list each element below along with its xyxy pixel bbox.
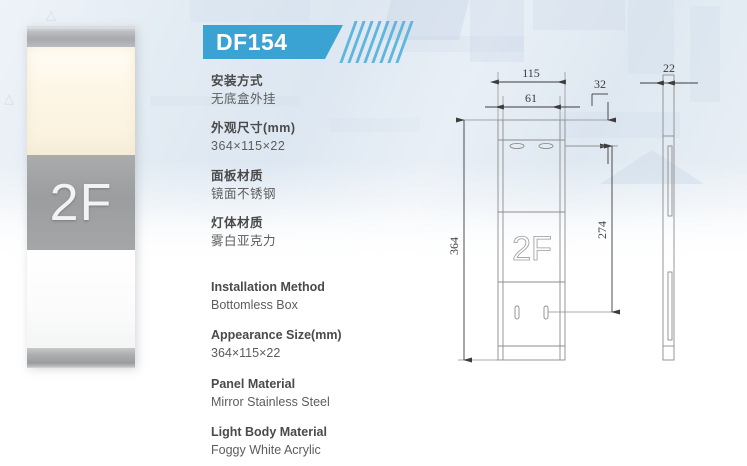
background-shape bbox=[533, 0, 625, 30]
spec-item-installation-cn: 安装方式 无底盒外挂 bbox=[211, 72, 401, 108]
spec-item-body-en: Light Body Material Foggy White Acrylic bbox=[211, 423, 431, 459]
background-triangle bbox=[600, 150, 704, 184]
spec-item-panel-cn: 面板材质 镜面不锈钢 bbox=[211, 167, 401, 203]
spec-value: 364×115×22 bbox=[211, 139, 286, 154]
product-base-cap bbox=[27, 348, 135, 368]
spec-label: 安装方式 bbox=[211, 74, 264, 88]
background-shape bbox=[470, 0, 524, 62]
dimension-depth: 22 bbox=[663, 61, 675, 75]
watermark-triangle-icon: △ bbox=[46, 7, 56, 22]
spec-item-body-cn: 灯体材质 雾白亚克力 bbox=[211, 214, 401, 250]
spec-label: Panel Material bbox=[211, 376, 296, 391]
specs-english: Installation Method Bottomless Box Appea… bbox=[211, 278, 431, 466]
dimension-width-total: 115 bbox=[522, 66, 540, 80]
specs-chinese: 安装方式 无底盒外挂 外观尺寸(mm) 364×115×22 面板材质 镜面不锈… bbox=[211, 72, 401, 250]
spec-value: Bottomless Box bbox=[211, 298, 298, 313]
dimension-offset-top: 32 bbox=[594, 77, 606, 91]
spec-item-panel-en: Panel Material Mirror Stainless Steel bbox=[211, 375, 431, 411]
product-floor-panel: 2F bbox=[27, 155, 135, 250]
background-shape bbox=[560, 112, 680, 138]
model-banner: DF154 bbox=[203, 21, 414, 63]
spec-value: Mirror Stainless Steel bbox=[211, 394, 330, 409]
background-shape bbox=[330, 118, 420, 132]
spec-label: 面板材质 bbox=[211, 168, 264, 183]
product-floor-label: 2F bbox=[49, 173, 113, 232]
background-shape bbox=[690, 6, 720, 102]
product-lit-panel bbox=[27, 47, 135, 155]
background-shape bbox=[150, 96, 300, 106]
product-top-cap bbox=[27, 26, 135, 47]
spec-label: 外观尺寸(mm) bbox=[211, 121, 296, 136]
background-shape bbox=[190, 0, 310, 22]
spec-label: Appearance Size(mm) bbox=[211, 328, 342, 343]
spec-item-size-en: Appearance Size(mm) 364×115×22 bbox=[211, 326, 431, 362]
spec-label: Light Body Material bbox=[211, 424, 327, 439]
background-shape bbox=[628, 0, 674, 74]
dimension-height-total: 364 bbox=[447, 237, 461, 255]
banner-stripe bbox=[395, 21, 414, 63]
product-white-panel bbox=[27, 250, 135, 348]
model-name: DF154 bbox=[216, 28, 288, 55]
spec-value: Foggy White Acrylic bbox=[211, 442, 321, 457]
spec-value: 无底盒外挂 bbox=[211, 92, 277, 107]
model-banner-shape: DF154 bbox=[203, 25, 343, 59]
drawing-floor-label: 2F bbox=[512, 230, 552, 268]
dimension-width-inner: 61 bbox=[525, 91, 537, 105]
spec-item-installation-en: Installation Method Bottomless Box bbox=[211, 278, 431, 314]
watermark-triangle-icon: △ bbox=[4, 91, 14, 106]
spec-label: Installation Method bbox=[211, 280, 325, 294]
spec-item-size-cn: 外观尺寸(mm) 364×115×22 bbox=[211, 119, 401, 155]
spec-label: 灯体材质 bbox=[211, 215, 264, 230]
product-photo: 2F bbox=[27, 26, 135, 368]
spec-value: 镜面不锈钢 bbox=[211, 186, 277, 201]
technical-drawing: 2F 115 bbox=[440, 50, 740, 380]
spec-value: 364×115×22 bbox=[211, 346, 281, 361]
spec-value: 雾白亚克力 bbox=[211, 233, 277, 248]
dimension-height-inner: 274 bbox=[595, 221, 609, 239]
banner-stripes bbox=[339, 21, 414, 63]
background-shape bbox=[404, 36, 524, 52]
